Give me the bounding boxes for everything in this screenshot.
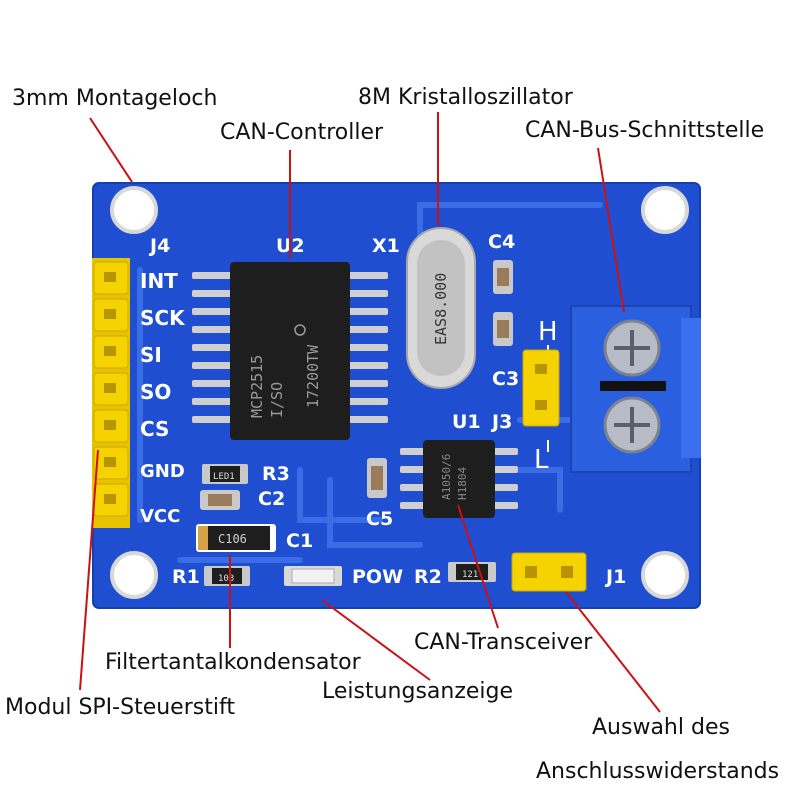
ref-c1: C1 <box>286 530 313 552</box>
leader-transceiver <box>457 504 499 629</box>
ref-pow: POW <box>352 566 403 588</box>
chip-tantalum-marking: C106 <box>218 532 247 546</box>
ref-j4: J4 <box>148 235 170 257</box>
chip-transceiver-line2: H1804 <box>456 467 469 500</box>
pin-label-cs: CS <box>140 417 169 441</box>
mounting-hole-bl <box>110 551 158 599</box>
terminal-block <box>570 305 701 473</box>
chip-r1-marking: 103 <box>218 574 234 584</box>
chip-mcp2515-line1: MCP2515 <box>248 355 266 418</box>
silkscreen-refs: J4 U2 X1 C4 C3 J3 U1 C5 R3 C2 C1 R1 R2 P… <box>148 231 626 588</box>
leader-lines <box>79 112 661 713</box>
resistor-r2: 121 <box>448 562 496 582</box>
chip-r2-marking: 121 <box>462 570 478 580</box>
leader-spi-pins <box>79 449 99 691</box>
ref-r3: R3 <box>262 463 290 485</box>
pin-label-so: SO <box>140 380 171 404</box>
ref-x1: X1 <box>372 235 400 257</box>
ic-mcp2515: MCP2515 I/SO 17200TW <box>192 262 388 440</box>
chip-r3-marking: LED1 <box>213 472 235 482</box>
pin-label-int: INT <box>140 269 178 293</box>
smd-caps <box>200 260 513 510</box>
ic-transceiver: A1050/6 H1804 <box>400 440 518 518</box>
chip-transceiver-line1: A1050/6 <box>440 454 453 500</box>
power-led <box>284 566 342 586</box>
pin-header-j4 <box>92 258 130 528</box>
pin-label-sck: SCK <box>140 306 186 330</box>
pin-label-vcc: VCC <box>140 506 180 527</box>
callout-controller: CAN-Controller <box>220 120 384 145</box>
crystal-marking: EAS8.000 <box>432 273 450 345</box>
callout-spi-pins: Modul SPI-Steuerstift <box>5 695 235 720</box>
callout-termination-line1: Auswahl des <box>592 715 730 740</box>
chip-mcp2515-line2: I/SO <box>268 382 286 418</box>
ref-u1: U1 <box>452 411 481 433</box>
callout-power-led: Leistungsanzeige <box>322 679 514 704</box>
leader-bus-interface <box>597 147 625 313</box>
ref-r1: R1 <box>172 566 200 588</box>
ref-j3: J3 <box>490 411 512 433</box>
jumper-j1 <box>511 552 587 592</box>
ref-c5: C5 <box>366 508 393 530</box>
ref-l: L <box>534 445 549 475</box>
pin-labels: INT SCK SI SO CS GND VCC <box>140 269 186 527</box>
tantalum-capacitor: C106 <box>196 524 276 552</box>
callout-bus-interface: CAN-Bus-Schnittstelle <box>525 118 765 143</box>
callout-termination-line2: Anschlusswiderstands <box>536 759 780 784</box>
mounting-holes <box>110 186 689 599</box>
resistor-r3: LED1 <box>202 464 248 484</box>
leader-power-led <box>321 599 431 681</box>
pin-label-gnd: GND <box>140 461 185 482</box>
ref-h: H <box>538 317 558 347</box>
jumper-j3 <box>522 349 560 427</box>
resistor-r1: 103 <box>204 566 250 586</box>
mounting-hole-tl <box>110 186 158 234</box>
mounting-hole-tr <box>641 186 689 234</box>
mounting-hole-br <box>641 551 689 599</box>
leader-mounting-hole <box>89 117 133 183</box>
ref-r2: R2 <box>414 566 442 588</box>
crystal-x1: EAS8.000 <box>406 227 476 389</box>
chip-mcp2515-code: 17200TW <box>304 344 322 408</box>
callout-filter-cap: Filtertantalkondensator <box>105 650 361 675</box>
ref-c2: C2 <box>258 488 285 510</box>
callout-crystal: 8M Kristalloszillator <box>358 85 573 110</box>
ref-j1: J1 <box>604 566 626 588</box>
ref-c3: C3 <box>492 368 519 390</box>
callout-transceiver: CAN-Transceiver <box>414 630 593 655</box>
ref-c4: C4 <box>488 231 515 253</box>
callout-mounting-hole: 3mm Montageloch <box>12 86 218 111</box>
leader-termination <box>565 591 661 713</box>
pin-label-si: SI <box>140 343 162 367</box>
